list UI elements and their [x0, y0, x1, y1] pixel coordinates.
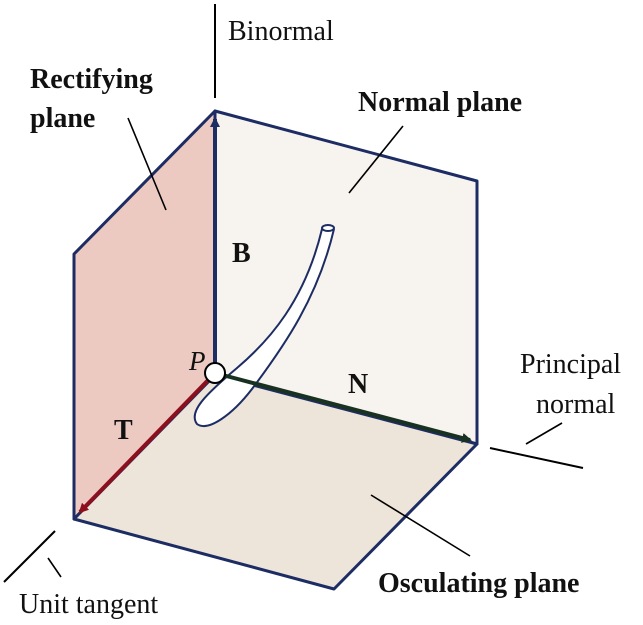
principal-normal-axis-line — [489, 447, 584, 469]
rectifying-plane-label-line1: Rectifying — [30, 64, 153, 95]
unit-tangent-label: Unit tangent — [19, 589, 158, 620]
principal-normal-vector-arrow — [214, 371, 472, 443]
binormal-label: Binormal — [228, 16, 334, 47]
rectifying-plane-label-line2: plane — [30, 103, 95, 134]
unit-tangent-vector-arrow — [78, 371, 217, 514]
vector-b-label: B — [232, 238, 251, 269]
principal-normal-leader — [525, 422, 563, 445]
unit-tangent-leader — [47, 557, 62, 578]
unit-tangent-axis-line — [3, 530, 56, 583]
vector-n-label: N — [348, 369, 368, 400]
point-p-label: P — [188, 346, 206, 376]
principal-normal-label-line2: normal — [536, 389, 616, 420]
osculating-plane-label: Osculating plane — [378, 568, 579, 599]
principal-normal-label-line1: Principal — [520, 349, 621, 380]
normal-plane-leader — [348, 125, 404, 194]
point-p-marker — [204, 362, 226, 384]
rectifying-leader — [127, 117, 167, 211]
osculating-leader — [370, 494, 471, 557]
curve-end-cap — [321, 224, 335, 232]
normal-plane-label: Normal plane — [358, 87, 522, 118]
vector-t-label: T — [114, 415, 133, 446]
